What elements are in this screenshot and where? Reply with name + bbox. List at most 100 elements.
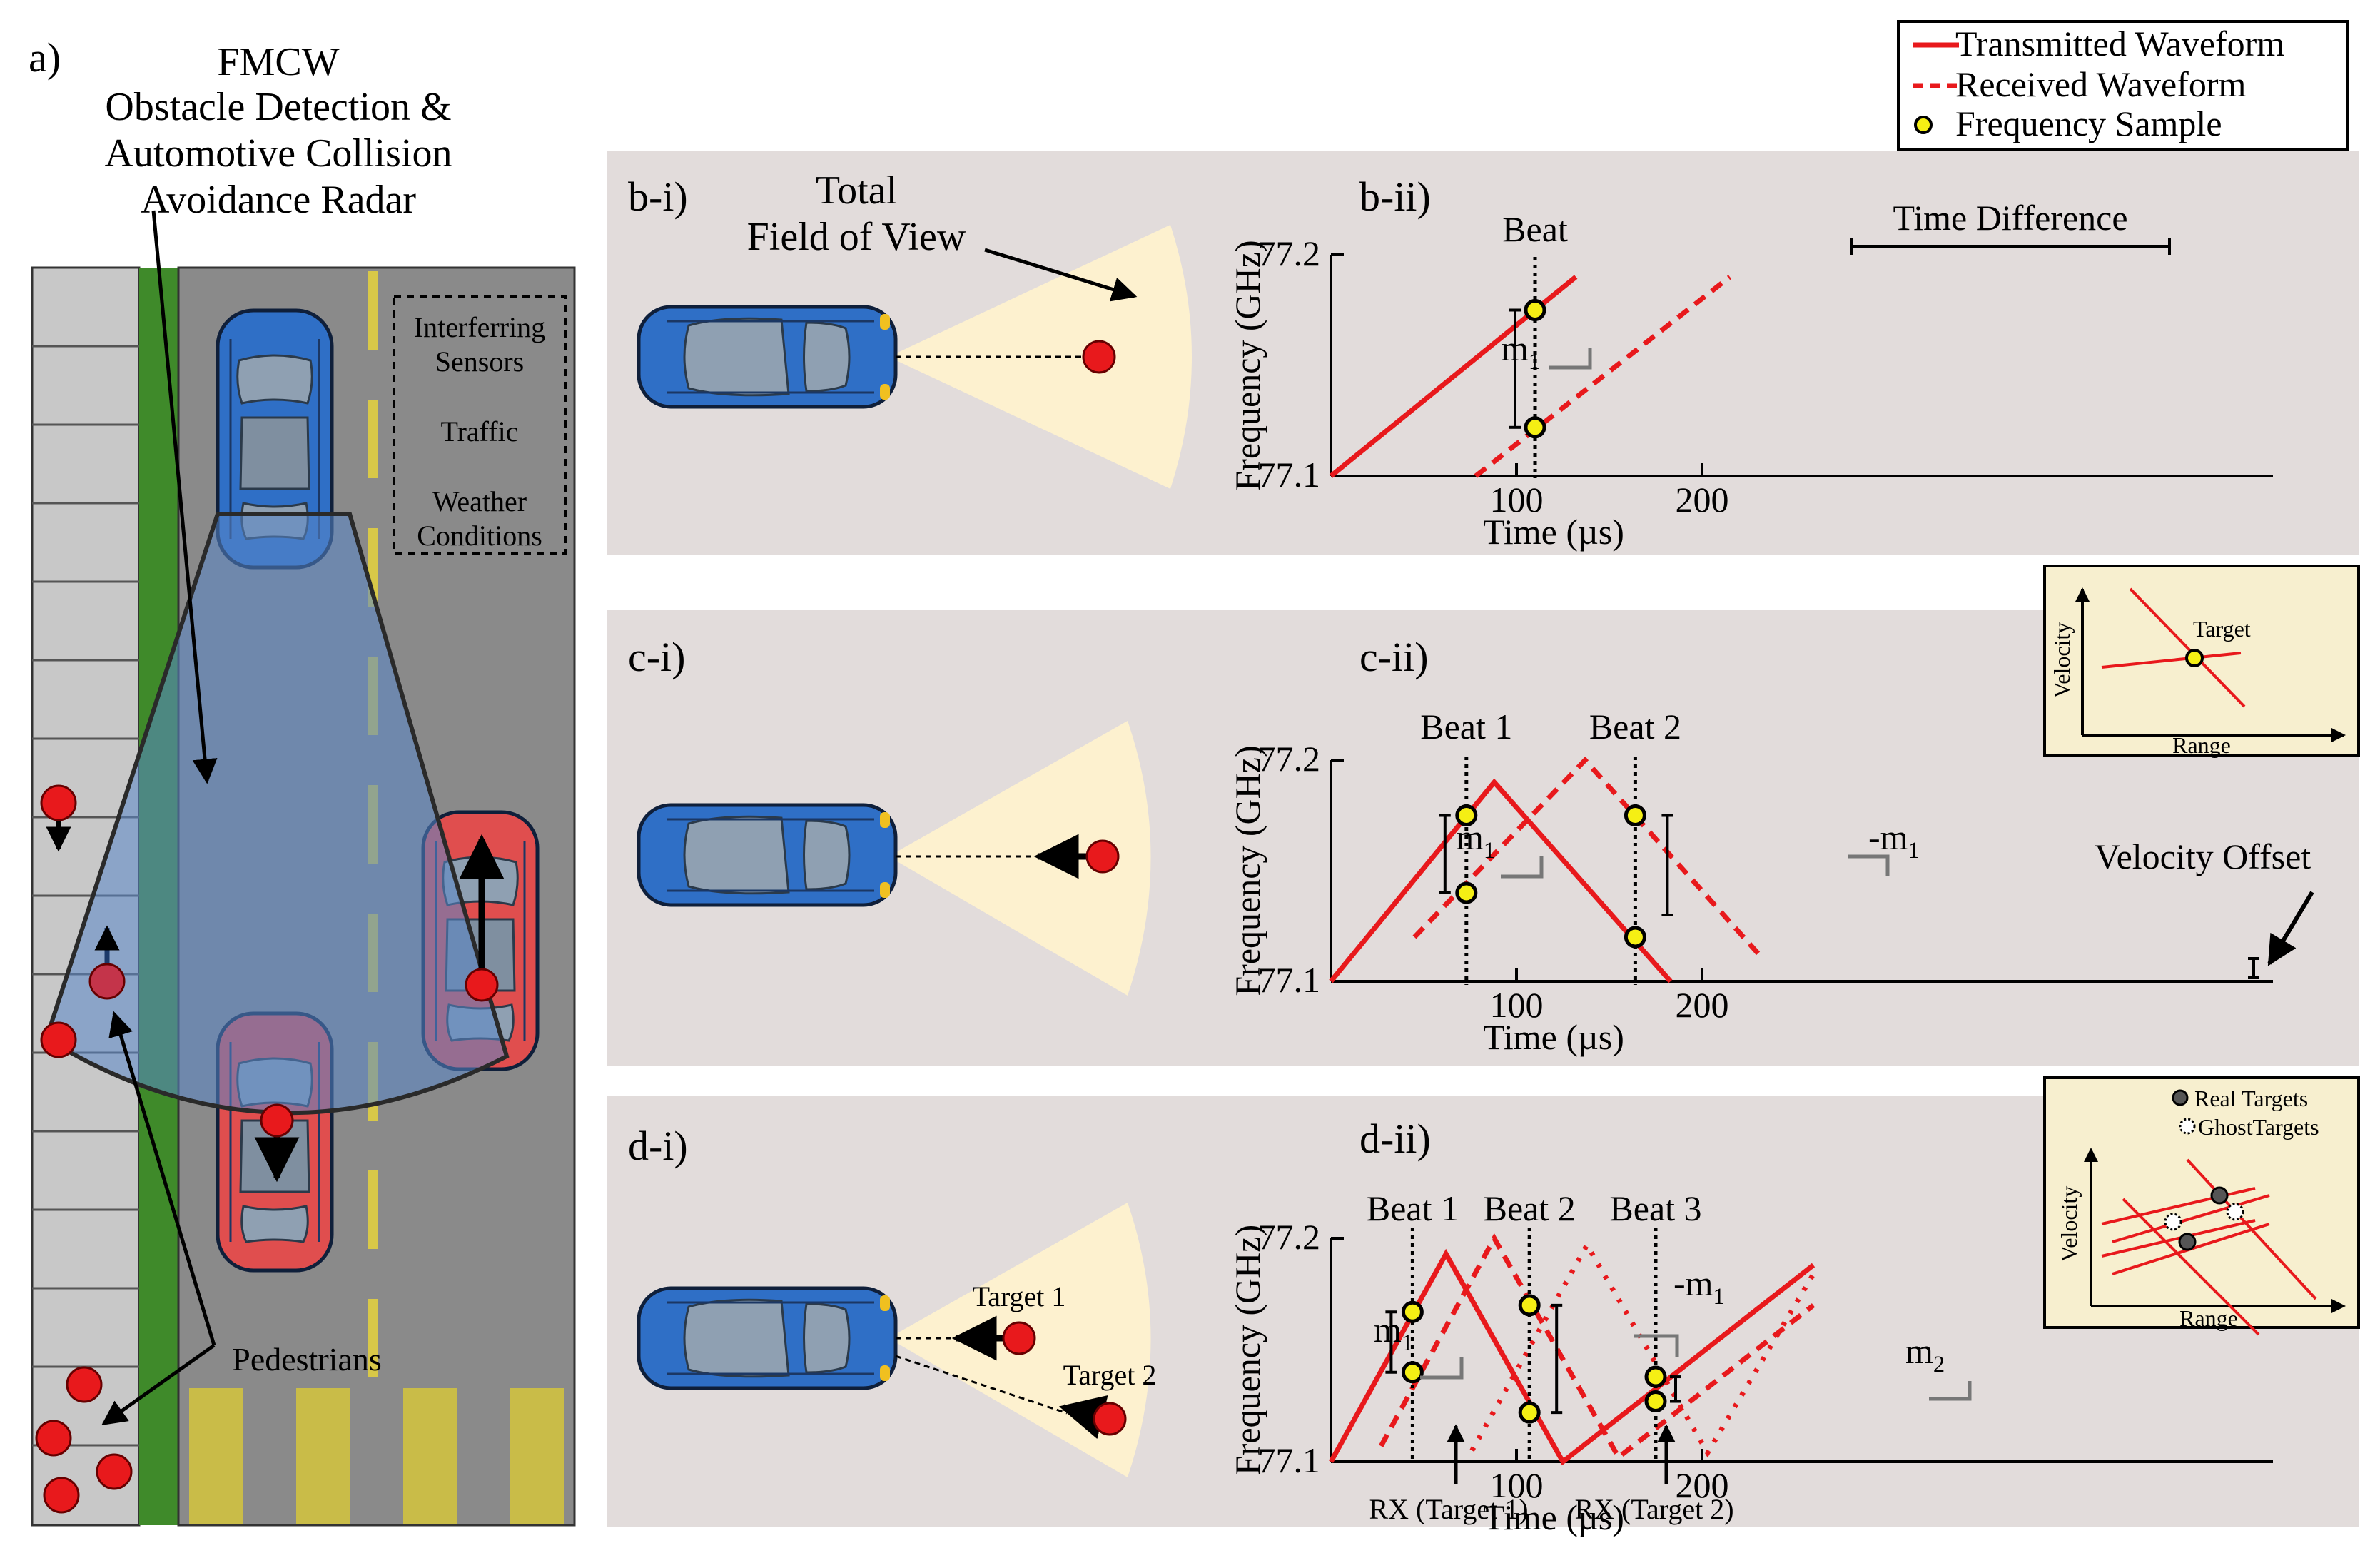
- inset-c: Target Range Velocity: [2043, 565, 2360, 758]
- sample-b-tx: [1524, 299, 1546, 321]
- y-axis-label: Frequency (GHz): [1227, 745, 1267, 996]
- legend-received-label: Received Waveform: [1955, 64, 2246, 104]
- received-waveform-b: [1474, 275, 1732, 478]
- slope-triangle-d-neg: [1634, 1334, 1679, 1357]
- inset-d-xlabel: Range: [2179, 1305, 2238, 1331]
- slope-triangle-d-m2: [1929, 1381, 1972, 1401]
- x-tick-label-100: 100: [1490, 480, 1544, 520]
- y-tick-label-bottom: 77.1: [1258, 455, 1321, 495]
- legend-sample-swatch: [1914, 116, 1933, 134]
- received-target1-d: [1379, 1233, 1816, 1461]
- pedestrian-callout-arrow-1: [108, 1011, 216, 1346]
- transmitted-waveform-c: [1329, 778, 1673, 983]
- x-axis-label: Time (µs): [1483, 1497, 1624, 1537]
- x-tick-label-100: 100: [1490, 985, 1544, 1025]
- y-axis-label: Frequency (GHz): [1227, 1225, 1267, 1475]
- ego-car-b: [639, 307, 896, 407]
- target-right-car: [465, 968, 499, 1002]
- panel-a: a) FMCW Obstacle Detection & Automotive …: [29, 34, 576, 1527]
- x-axis-label: Time (µs): [1483, 512, 1624, 552]
- pedestrian-6: [96, 1453, 133, 1490]
- legend-transmitted-label: Transmitted Waveform: [1955, 24, 2284, 64]
- slope-label-c-neg: -m1: [1868, 817, 1920, 864]
- fov-wedge-c: [888, 721, 1151, 996]
- beat-label-b: Beat: [1502, 209, 1568, 249]
- crosswalk: [189, 1388, 564, 1524]
- street-scene: Interferring Sensors Traffic Weather Con…: [31, 210, 576, 1527]
- y-tick-label-top: 77.2: [1258, 739, 1321, 779]
- beat2-label-c: Beat 2: [1589, 707, 1681, 747]
- slope-triangle-b: [1549, 348, 1592, 370]
- pedestrian-3: [40, 1021, 77, 1058]
- inset-d-ghost-2: [2226, 1203, 2244, 1221]
- rx2-label: RX (Target 2): [1574, 1493, 1733, 1525]
- target-below-car: [260, 1103, 294, 1138]
- pedestrian-callout-arrow-2: [101, 1343, 216, 1426]
- panel-a-label: a): [29, 34, 61, 81]
- panel-b: b-i) Total Field of View b-ii) 77.277.11…: [607, 151, 2359, 555]
- inset-c-target-label: Target: [2193, 616, 2251, 642]
- beat3-label-d: Beat 3: [1609, 1188, 1701, 1228]
- interference-box: [393, 295, 567, 555]
- slope-label-c-pos: m1: [1456, 817, 1495, 864]
- panel-d-i-label: d-i): [628, 1123, 688, 1169]
- pedestrian-7: [43, 1477, 80, 1514]
- slope-triangle-c-pos: [1501, 856, 1544, 879]
- sample-c-2rx: [1624, 804, 1646, 826]
- transmitted-waveform-d: [1328, 1248, 1816, 1466]
- pedestrian-2: [88, 963, 126, 1000]
- inset-d: Real Targets GhostTargets Range Velocity: [2043, 1076, 2360, 1336]
- panel-d-ii-label: d-ii): [1359, 1116, 1431, 1162]
- x-axis-label: Time (µs): [1483, 1017, 1624, 1057]
- panel-b-ii-label: b-ii): [1359, 173, 1431, 220]
- pedestrian-1: [40, 784, 77, 821]
- x-tick-label-200: 200: [1676, 1465, 1729, 1505]
- panel-b-i-label: b-i): [628, 173, 688, 220]
- beat2-label-d: Beat 2: [1484, 1188, 1576, 1228]
- slope-triangle-c-neg: [1848, 854, 1890, 876]
- slope-label-b: m1: [1501, 328, 1540, 375]
- slope-label-d-m1: m1: [1374, 1310, 1413, 1356]
- interference-box-text: Interferring Sensors Traffic Weather Con…: [414, 311, 545, 552]
- pedestrian-4: [66, 1366, 103, 1403]
- fov-arrow-b: [984, 248, 1138, 302]
- panel-a-title: FMCW Obstacle Detection & Automotive Col…: [105, 40, 452, 222]
- inset-d-real-label: Real Targets: [2194, 1086, 2308, 1111]
- sample-d-2a: [1518, 1294, 1541, 1317]
- inset-d-real-swatch: [2172, 1089, 2189, 1106]
- fov-label-line-2: Field of View: [747, 215, 966, 259]
- sample-b-rx: [1524, 416, 1546, 439]
- inset-d-ghost-label: GhostTargets: [2198, 1114, 2319, 1140]
- rx1-label: RX (Target 1): [1369, 1493, 1528, 1525]
- slope-label-d-neg: -m1: [1673, 1263, 1725, 1310]
- box-line-5: Conditions: [417, 520, 542, 552]
- ego-car-d: [639, 1288, 896, 1388]
- title-line-4: Avoidance Radar: [141, 178, 416, 222]
- received-waveform-c: [1412, 756, 1766, 961]
- velocity-offset-label: Velocity Offset: [2095, 836, 2311, 876]
- box-line-3: Traffic: [441, 415, 519, 447]
- sample-d-3a: [1644, 1365, 1667, 1388]
- target2-d: [1093, 1402, 1127, 1436]
- legend: Transmitted Waveform Received Waveform F…: [1897, 20, 2349, 151]
- inset-d-real-2: [2178, 1233, 2197, 1251]
- fov-label-line-1: Total: [816, 168, 897, 213]
- y-axis-label: Frequency (GHz): [1227, 240, 1267, 490]
- fov-callout-arrow: [151, 210, 218, 784]
- slope-triangle-d-m1: [1420, 1357, 1464, 1380]
- target2-label: Target 2: [1063, 1359, 1157, 1391]
- sample-c-1rx: [1455, 881, 1478, 904]
- title-line-3: Automotive Collision: [105, 131, 452, 176]
- inset-d-ghost-swatch: [2179, 1118, 2196, 1135]
- box-line-2: Sensors: [435, 345, 524, 378]
- sample-d-3b: [1644, 1390, 1667, 1412]
- box-line-1: Interferring: [414, 311, 545, 343]
- inset-d-real-1: [2210, 1186, 2229, 1205]
- target-b: [1082, 340, 1116, 374]
- pedestrians-label: Pedestrians: [232, 1341, 382, 1377]
- inset-d-box: [2043, 1076, 2360, 1329]
